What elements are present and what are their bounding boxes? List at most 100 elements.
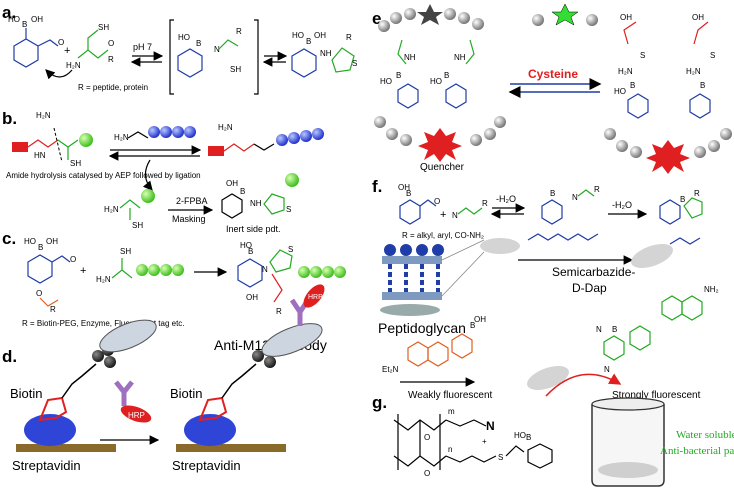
ho-label: HO <box>8 15 20 24</box>
benzene-ring <box>541 199 563 225</box>
bead <box>720 128 732 140</box>
polymer-backbone <box>393 455 447 467</box>
cysteine-backbone <box>57 139 79 148</box>
bead <box>586 14 598 26</box>
nucleophile-arrow <box>45 69 73 80</box>
water-loss-label: -H₂O <box>496 194 516 204</box>
benzene-ring <box>689 93 711 119</box>
panel-a: a. B HO OH O + SH H₂N O R R = peptide, p… <box>2 3 357 95</box>
nh-label: NH <box>250 199 262 208</box>
aep-note-line: Amide hydrolysis catalysed by AEP follow… <box>6 171 201 180</box>
green-bead <box>334 266 346 278</box>
peptide-backbone <box>27 139 59 148</box>
ho-label: HO <box>614 87 626 96</box>
diazaborine-ring <box>603 335 625 361</box>
panel-b: b. H₂N HN SH Amide hydrolysis catalysed … <box>2 109 324 234</box>
ho-label: HO <box>430 77 442 86</box>
paint-label-l2: Anti-bacterial paints <box>660 445 734 457</box>
coumarin-ring <box>407 341 429 367</box>
green-peptide-bead <box>79 133 93 147</box>
acyl-bond <box>271 273 283 303</box>
ho-label: HO <box>24 237 36 246</box>
s-label: S <box>286 205 291 214</box>
bacterium <box>480 238 520 254</box>
s-label: S <box>498 453 503 462</box>
application-arrow <box>545 373 622 397</box>
oh-label: OH <box>226 179 238 188</box>
panel-g-letter: g. <box>372 393 387 412</box>
antibody-fragment <box>114 380 134 406</box>
h2n-label: H₂N <box>686 67 701 76</box>
oh-label: OH <box>398 183 410 192</box>
strong-fluorescence-label: Strongly fluorescent <box>612 390 701 401</box>
cysteine-backbone <box>77 49 109 59</box>
panel-b-letter: b. <box>2 109 17 128</box>
benzene-ring <box>177 48 203 78</box>
coumarin-ring <box>427 341 449 367</box>
streptavidin-label: Streptavidin <box>12 458 81 473</box>
bead <box>390 12 402 24</box>
benzene-ring <box>221 193 243 219</box>
panel-c-letter: c. <box>2 229 16 248</box>
blue-bead <box>276 134 288 146</box>
boron-label: B <box>526 433 531 442</box>
plus-sign: + <box>440 209 446 221</box>
plus-sign: + <box>64 45 70 57</box>
panel-f: f. B OH O + N R R = alkyl, aryl, CO-NH₂ … <box>372 177 719 401</box>
protein-block <box>12 142 28 152</box>
o-label: O <box>108 39 114 48</box>
bead <box>386 128 398 140</box>
ho-label: HO <box>178 33 190 42</box>
boron-label: B <box>240 187 245 196</box>
bead <box>604 128 616 140</box>
r-label: R <box>236 27 242 36</box>
bead <box>400 134 412 146</box>
blue-bead <box>300 130 312 142</box>
h2n-label: H₂N <box>618 67 633 76</box>
green-bead <box>136 264 148 276</box>
aldehyde-bond <box>37 39 59 47</box>
macrocycle-right: OH OH S S H₂N H₂N B HO B <box>604 13 732 174</box>
fluorophore-star <box>551 3 579 26</box>
bead <box>444 8 456 20</box>
bead <box>708 140 720 152</box>
benzene-ring <box>13 38 39 68</box>
blue-bead <box>288 132 300 144</box>
n-label: N <box>572 193 578 202</box>
membrane <box>380 304 440 316</box>
inert-product-label: Inert side pdt. <box>226 224 281 234</box>
biotin-label: Biotin <box>170 386 203 401</box>
oh-label: OH <box>692 13 704 22</box>
cysteine-label: Cysteine <box>528 67 578 81</box>
ho-label: HO <box>292 31 304 40</box>
surface-semicarbazide <box>669 237 701 245</box>
benzene-ring <box>627 93 649 119</box>
macrocycle-left: NH NH B HO B HO Quencher <box>374 4 506 173</box>
hn-label: HN <box>34 151 46 160</box>
peptide-backbone <box>223 143 255 152</box>
bead <box>694 146 706 158</box>
bacterium <box>527 365 569 391</box>
blue-bead <box>312 128 324 140</box>
peptide-chain <box>397 39 407 65</box>
coumarin-ring <box>661 295 683 321</box>
quaternary-n: N <box>486 419 495 433</box>
fluorophore-star <box>417 4 443 25</box>
glycine-backbone <box>253 143 275 151</box>
r-label: R <box>50 305 56 314</box>
sh-label: SH <box>70 159 81 168</box>
r-note: R = peptide, protein <box>78 83 148 92</box>
et2n-label: Et₂N <box>382 365 399 374</box>
cysteine-backbone <box>111 269 133 279</box>
nh-label: NH <box>404 53 416 62</box>
green-bead <box>172 264 184 276</box>
o-label: O <box>424 433 430 442</box>
o-label: O <box>70 255 76 264</box>
nh-label: NH <box>320 49 332 58</box>
sh-label: SH <box>120 247 131 256</box>
linker <box>221 363 257 399</box>
labeled-bacterium <box>631 243 673 269</box>
paint-sediment <box>598 462 658 478</box>
ph-label: pH 7 <box>133 42 152 52</box>
boron-label: B <box>612 325 617 334</box>
